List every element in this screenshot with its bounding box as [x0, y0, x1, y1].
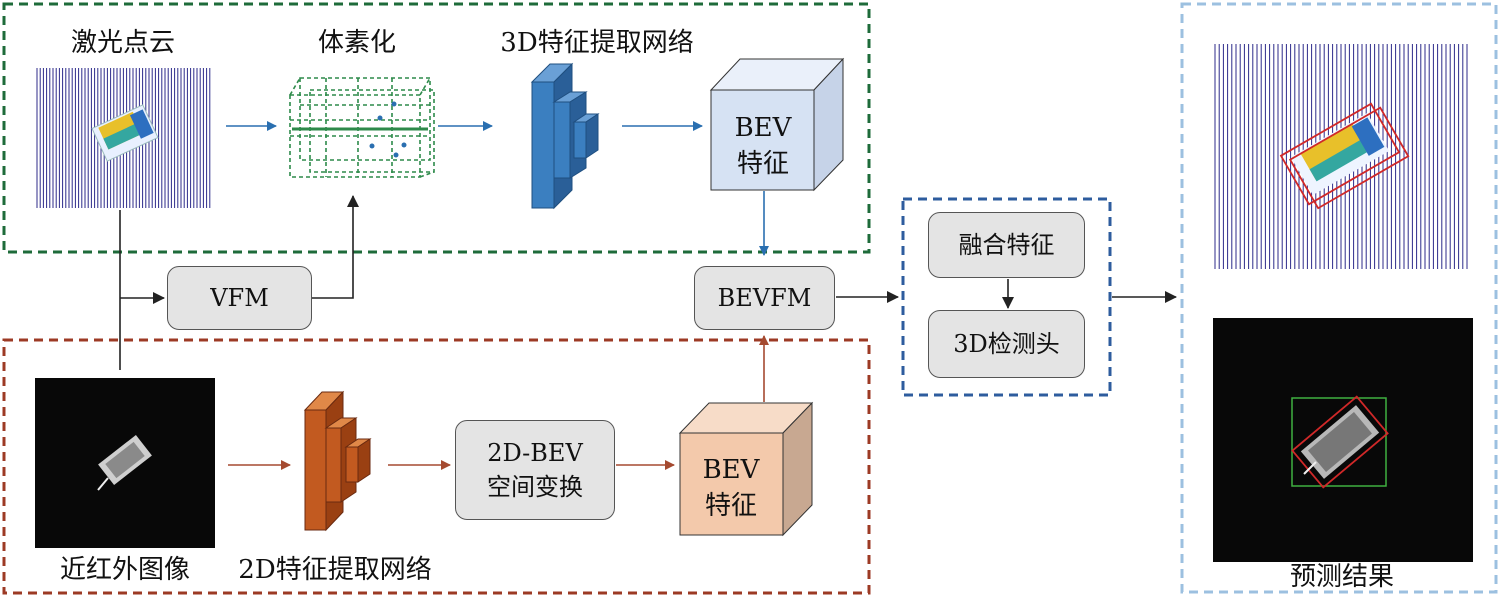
detection-frame	[901, 197, 1112, 397]
extractor-2d-label: 2D特征提取网络	[238, 555, 432, 585]
lidar-arrows	[226, 121, 769, 256]
bev-transform-box: 2D-BEV 空间变换	[455, 420, 615, 520]
result-nir-image	[1213, 318, 1473, 562]
result-point-cloud	[1214, 44, 1468, 269]
bev-feature-cube-nir	[678, 401, 814, 537]
cnn-2d-block	[303, 390, 372, 532]
bev-feature-cube-lidar	[709, 57, 845, 192]
vfm-connectors	[119, 195, 1177, 370]
bev-feature-nir-line2: 特征	[704, 491, 757, 521]
bevfm-label: BEVFM	[717, 284, 812, 312]
bev-feature-lidar-line1: BEV	[734, 113, 792, 143]
nir-arrows	[228, 335, 769, 470]
bev-feature-nir-text: BEV 特征	[703, 452, 760, 524]
result-frame	[1180, 2, 1498, 594]
nir-branch-frame	[2, 338, 871, 595]
cnn-3d-block	[530, 62, 600, 210]
voxelization-label: 体素化	[317, 28, 397, 58]
nir-image-label: 近红外图像	[59, 555, 191, 585]
bev-feature-lidar-text: BEV 特征	[735, 110, 792, 182]
bev-feature-nir-line1: BEV	[702, 455, 760, 485]
nir-image	[35, 378, 215, 548]
point-cloud-image	[36, 68, 211, 208]
vfm-label: VFM	[210, 284, 269, 312]
bev-transform-line1: 2D-BEV	[487, 439, 583, 467]
bevfm-box: BEVFM	[694, 266, 835, 330]
bev-feature-lidar-line2: 特征	[736, 149, 789, 179]
bev-transform-line2: 空间变换	[487, 473, 583, 501]
vfm-box: VFM	[167, 266, 312, 330]
detection-head-label: 3D检测头	[953, 330, 1060, 358]
detection-head-box: 3D检测头	[928, 310, 1085, 378]
voxel-points	[369, 101, 407, 158]
extractor-3d-label: 3D特征提取网络	[500, 28, 694, 58]
point-cloud-label: 激光点云	[70, 28, 176, 58]
lidar-branch-frame	[2, 2, 871, 254]
fusion-feature-box: 融合特征	[928, 212, 1085, 278]
fusion-feature-label: 融合特征	[958, 231, 1055, 259]
result-label: 预测结果	[1289, 562, 1395, 592]
